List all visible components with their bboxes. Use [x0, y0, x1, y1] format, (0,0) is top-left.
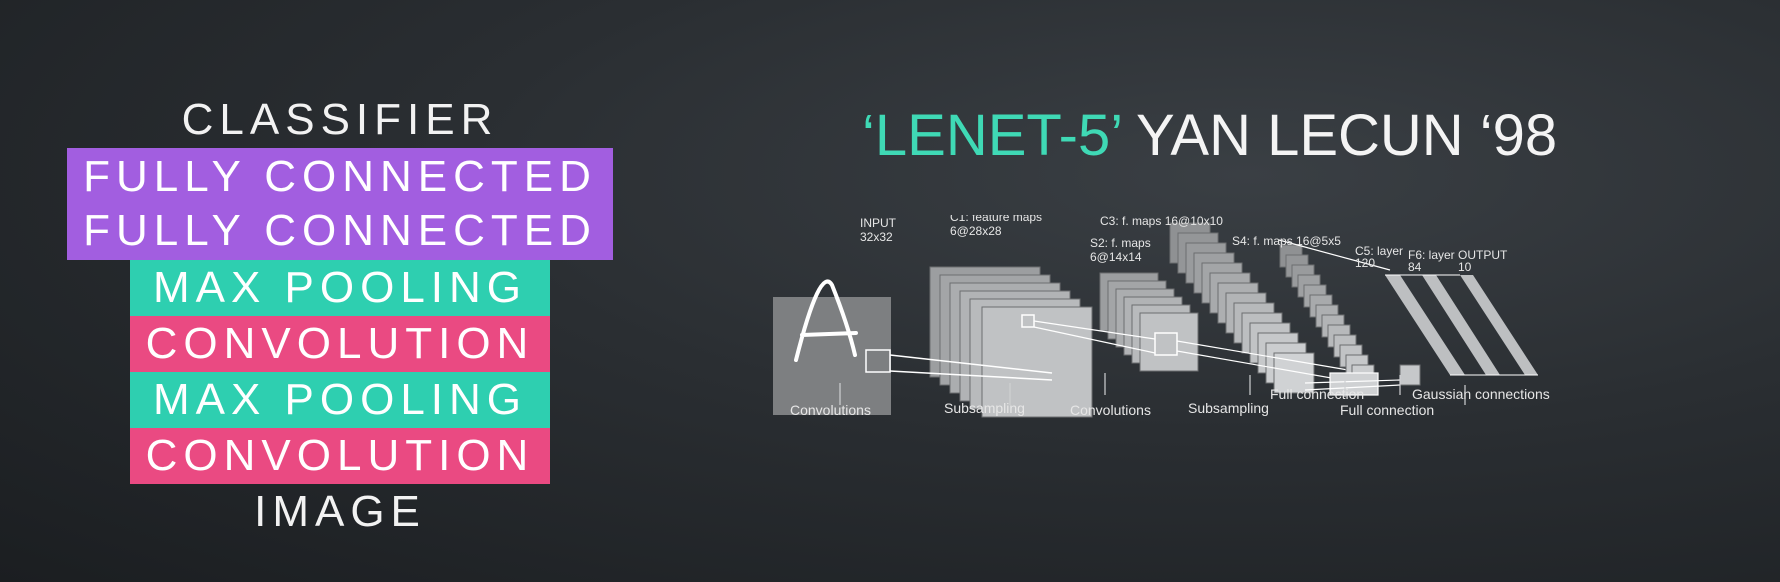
title-highlight: ‘LENET-5’: [862, 103, 1121, 168]
s4-to-c5-line: [1278, 239, 1391, 271]
input-letter-a: [794, 279, 858, 362]
input-size: 32x32: [860, 230, 893, 244]
fully-connected-layer-1: FULLY CONNECTED: [83, 152, 597, 201]
c1-size: 6@28x28: [950, 224, 1002, 238]
conv1-projection-line: [889, 354, 1053, 374]
convolution-layer-1: CONVOLUTION: [130, 316, 550, 372]
c5-title: C5: layer: [1355, 244, 1403, 258]
op-subsampling-1: Subsampling: [944, 400, 1025, 416]
op-gaussian-connections: Gaussian connections: [1412, 386, 1550, 402]
f6-title: F6: layer: [1408, 248, 1455, 262]
subsample1-projection-line: [1033, 326, 1156, 354]
f6-size: 84: [1408, 260, 1422, 274]
input-receptive-field: [865, 349, 891, 373]
s2-title: S2: f. maps: [1090, 236, 1151, 250]
op-full-connection-1: Full connection: [1270, 386, 1364, 402]
output-layer: [1460, 275, 1538, 375]
subsample1-projection-line: [1033, 320, 1156, 340]
classifier-label: CLASSIFIER: [181, 95, 499, 144]
image-label: IMAGE: [254, 487, 426, 536]
diagram-title: ‘LENET-5’ YAN LECUN ‘98: [862, 102, 1557, 169]
max-pooling-layer-2: MAX POOLING: [130, 372, 550, 428]
c3-title: C3: f. maps 16@10x10: [1100, 215, 1223, 228]
c1-title: C1: feature maps: [950, 215, 1042, 224]
fully-connected-block: FULLY CONNECTED FULLY CONNECTED: [67, 148, 613, 260]
fully-connected-layer-2: FULLY CONNECTED: [83, 206, 597, 255]
lenet5-architecture-diagram: INPUT 32x32 C1: feature maps 6@28x28 S2:…: [773, 215, 1550, 418]
s2-feature-maps: [1099, 272, 1199, 372]
output-size: 10: [1458, 260, 1472, 274]
c5-layer: [1385, 275, 1465, 375]
s4-title: S4: f. maps 16@5x5: [1232, 234, 1341, 248]
s4-highlight-map: [1329, 372, 1379, 396]
max-pooling-layer-1: MAX POOLING: [130, 260, 550, 316]
f6-layer: [1422, 275, 1500, 375]
op-convolutions-2: Convolutions: [1070, 402, 1151, 418]
s2-size: 6@14x14: [1090, 250, 1142, 264]
c1-feature-maps: [929, 266, 1093, 418]
input-image-plane: [773, 297, 891, 415]
output-title: OUTPUT: [1458, 248, 1508, 262]
c5-size: 120: [1355, 256, 1375, 270]
op-convolutions-1: Convolutions: [790, 402, 871, 418]
c5-unit: [1399, 364, 1421, 386]
s2-receptive-field: [1154, 332, 1178, 356]
convolution-layer-2: CONVOLUTION: [130, 428, 550, 484]
title-rest: YAN LECUN ‘98: [1120, 103, 1558, 168]
input-title: INPUT: [860, 216, 897, 230]
operation-tick-marks: [839, 373, 1466, 405]
conv1-projection-line: [889, 370, 1053, 381]
full-connection-line: [1304, 384, 1401, 391]
op-subsampling-2: Subsampling: [1188, 400, 1269, 416]
op-full-connection-2: Full connection: [1340, 402, 1434, 418]
cnn-layer-stack: CLASSIFIER FULLY CONNECTED FULLY CONNECT…: [60, 92, 620, 540]
full-connection-line: [1304, 379, 1401, 384]
s4-feature-maps: [1279, 244, 1375, 388]
conv2-projection-line: [1176, 340, 1361, 373]
